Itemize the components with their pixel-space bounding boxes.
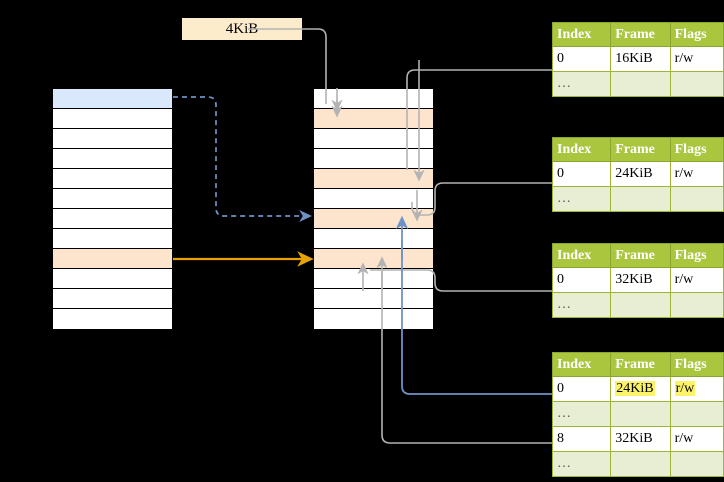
cell-frame: 24KiB (610, 376, 671, 402)
table-row: … (551, 71, 724, 97)
column-header-flags: Flags (669, 352, 724, 377)
memory-row (53, 109, 172, 129)
memory-row (314, 109, 433, 129)
cell-index: 0 (551, 376, 612, 402)
cell-index: … (551, 71, 612, 97)
memory-row (314, 129, 433, 149)
memory-row (53, 149, 172, 169)
memory-row (314, 309, 433, 329)
cell-flags: r/w (669, 161, 724, 187)
cell-flags (669, 292, 724, 318)
memory-row (53, 229, 172, 249)
memory-row (53, 129, 172, 149)
cell-frame (610, 401, 671, 427)
memory-row (314, 89, 433, 109)
cell-flags (669, 401, 724, 427)
memory-row (53, 269, 172, 289)
column-header-index: Index (551, 352, 612, 377)
cell-flags: r/w (669, 46, 724, 72)
memory-row (53, 309, 172, 329)
cell-frame: 16KiB (610, 46, 671, 72)
column-header-frame: Frame (610, 243, 671, 268)
cell-flags (669, 451, 724, 477)
cell-flags: r/w (669, 426, 724, 452)
cell-index: … (551, 186, 612, 212)
cell-index: … (551, 292, 612, 318)
column-header-frame: Frame (610, 352, 671, 377)
memory-row (53, 169, 172, 189)
memory-row (314, 149, 433, 169)
column-header-flags: Flags (669, 243, 724, 268)
table-row: … (551, 186, 724, 212)
memory-row (53, 289, 172, 309)
column-header-frame: Frame (610, 137, 671, 162)
memory-row (53, 249, 172, 269)
memory-row (314, 189, 433, 209)
cell-frame (610, 292, 671, 318)
cell-flags (669, 71, 724, 97)
cell-flags (669, 186, 724, 212)
cell-frame (610, 451, 671, 477)
cell-index: 0 (551, 267, 612, 293)
page-size-label: 4KiB (182, 18, 302, 40)
column-header-flags: Flags (669, 137, 724, 162)
memory-row (314, 169, 433, 189)
cell-index: … (551, 401, 612, 427)
cell-frame: 32KiB (610, 267, 671, 293)
column-header-frame: Frame (610, 22, 671, 47)
memory-row (53, 189, 172, 209)
cell-index: 8 (551, 426, 612, 452)
table-row: … (551, 292, 724, 318)
column-header-index: Index (551, 22, 612, 47)
column-header-index: Index (551, 243, 612, 268)
cell-frame (610, 71, 671, 97)
column-header-index: Index (551, 137, 612, 162)
cell-index: … (551, 451, 612, 477)
memory-row (53, 89, 172, 109)
memory-row (314, 209, 433, 229)
memory-row (314, 289, 433, 309)
table-row: … (551, 451, 724, 477)
cell-frame: 24KiB (610, 161, 671, 187)
memory-row (314, 249, 433, 269)
cell-frame (610, 186, 671, 212)
cell-flags: r/w (669, 376, 724, 402)
table-row: … (551, 401, 724, 427)
virtual-address-space-table (52, 88, 173, 329)
memory-row (314, 269, 433, 289)
cell-index: 0 (551, 161, 612, 187)
physical-memory-table (313, 88, 434, 329)
memory-row (314, 229, 433, 249)
column-header-flags: Flags (669, 22, 724, 47)
cell-index: 0 (551, 46, 612, 72)
cell-frame: 32KiB (610, 426, 671, 452)
memory-row (53, 209, 172, 229)
cell-flags: r/w (669, 267, 724, 293)
